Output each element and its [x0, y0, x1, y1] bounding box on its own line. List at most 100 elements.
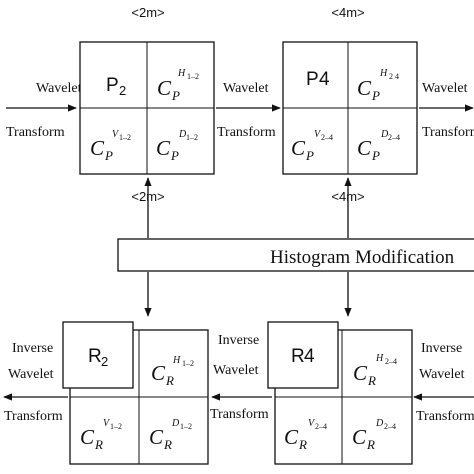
detail-cell-h: C R H 1–2 [151, 355, 194, 388]
svg-text:R: R [298, 437, 307, 452]
svg-text:P: P [106, 75, 119, 96]
svg-text:C: C [151, 361, 166, 385]
svg-text:C: C [157, 76, 172, 100]
detail-cell-h: C P H 2 4 [357, 68, 399, 103]
svg-text:2–4: 2–4 [384, 422, 396, 431]
svg-text:2–4: 2–4 [315, 422, 327, 431]
svg-text:Inverse: Inverse [421, 341, 462, 356]
svg-text:Wavelet: Wavelet [213, 363, 259, 378]
svg-text:2 4: 2 4 [389, 72, 399, 81]
wavelet-label: Wavelet [36, 81, 82, 96]
reconstructed-cell-r4: R 4 [267, 321, 339, 389]
svg-text:C: C [353, 361, 368, 385]
svg-text:1–2: 1–2 [182, 359, 194, 368]
svg-text:1–2: 1–2 [187, 72, 199, 81]
detail-cell-v: C P V 1–2 [90, 129, 131, 163]
svg-text:C: C [149, 425, 164, 449]
histogram-modification-box: Histogram Modification [117, 238, 474, 272]
svg-text:H: H [172, 355, 181, 366]
reconstruction-grid-level-2: C R H 1–2 C R V 1–2 C R D 1–2 R 2 [62, 321, 209, 465]
scale-label-4m-top: <4m> [331, 5, 364, 20]
svg-text:Inverse: Inverse [218, 333, 259, 348]
svg-text:1–2: 1–2 [180, 422, 192, 431]
svg-text:D: D [375, 418, 384, 429]
transform-label: Transform [6, 125, 65, 140]
decomposition-grid-level-2: P 2 C P H 1–2 C P V 1–2 C P D 1–2 [79, 41, 215, 175]
svg-text:H: H [379, 68, 388, 79]
svg-text:R: R [88, 346, 102, 367]
svg-text:P: P [171, 88, 180, 103]
svg-text:P: P [371, 148, 380, 163]
inverse-wavelet-transform-input: Inverse Wavelet Transform [413, 341, 474, 424]
histogram-modification-label: Histogram Modification [270, 247, 455, 268]
approx-cell-p2: P 2 [106, 75, 126, 98]
svg-text:R: R [94, 437, 103, 452]
svg-text:2–4: 2–4 [385, 357, 397, 366]
transform-label: Transform [217, 125, 276, 140]
svg-text:C: C [284, 425, 299, 449]
transform-label: Transform [422, 125, 474, 140]
detail-cell-v: C R V 2–4 [284, 418, 327, 452]
svg-text:2–4: 2–4 [321, 133, 333, 142]
svg-text:V: V [103, 418, 111, 429]
approx-cell-p4: P 4 [306, 69, 330, 90]
wavelet-transform-input: Wavelet Transform [6, 81, 82, 140]
wavelet-transform-middle: Wavelet Transform [216, 81, 281, 140]
svg-text:C: C [291, 136, 306, 160]
svg-text:2: 2 [119, 83, 126, 98]
svg-text:C: C [352, 425, 367, 449]
svg-text:2–4: 2–4 [388, 133, 400, 142]
svg-text:D: D [171, 418, 180, 429]
svg-text:C: C [357, 136, 372, 160]
svg-text:Wavelet: Wavelet [419, 367, 465, 382]
svg-text:P: P [306, 69, 319, 90]
svg-text:H: H [375, 353, 384, 364]
svg-text:Transform: Transform [4, 409, 63, 424]
reconstructed-cell-r2: R 2 [62, 321, 134, 389]
scale-label-2m-top: <2m> [131, 5, 164, 20]
svg-text:V: V [308, 418, 316, 429]
svg-text:P: P [371, 88, 380, 103]
detail-cell-d: C P D 1–2 [156, 129, 198, 163]
wavelet-label: Wavelet [223, 81, 269, 96]
detail-cell-d: C P D 2–4 [357, 129, 400, 163]
detail-cell-h: C P H 1–2 [157, 68, 199, 103]
svg-text:D: D [380, 129, 389, 140]
detail-cell-v: C R V 1–2 [80, 418, 122, 452]
svg-text:1–2: 1–2 [110, 422, 122, 431]
svg-text:V: V [112, 129, 120, 140]
inverse-wavelet-transform-middle: Inverse Wavelet Transform [210, 333, 272, 422]
svg-text:R: R [165, 373, 174, 388]
svg-text:R: R [366, 437, 375, 452]
svg-text:Transform: Transform [210, 407, 269, 422]
svg-text:Wavelet: Wavelet [8, 367, 54, 382]
svg-text:1–2: 1–2 [119, 133, 131, 142]
svg-text:C: C [90, 136, 105, 160]
svg-text:V: V [314, 129, 322, 140]
svg-text:R: R [291, 346, 305, 367]
svg-text:H: H [177, 68, 186, 79]
svg-text:R: R [367, 373, 376, 388]
detail-cell-d: C R D 2–4 [352, 418, 396, 452]
wavelet-transform-output: Wavelet Transform [419, 81, 474, 140]
wavelet-label: Wavelet [422, 81, 468, 96]
decomposition-grid-level-4: P 4 C P H 2 4 C P V 2–4 C P D 2–4 [282, 41, 418, 175]
svg-text:1–2: 1–2 [186, 133, 198, 142]
svg-text:C: C [80, 425, 95, 449]
svg-text:C: C [156, 136, 171, 160]
svg-text:P: P [170, 148, 179, 163]
svg-text:4: 4 [304, 346, 315, 367]
detail-cell-h: C R H 2–4 [353, 353, 397, 388]
detail-cell-d: C R D 1–2 [149, 418, 192, 452]
inverse-wavelet-transform-output: Inverse Wavelet Transform [3, 341, 68, 424]
detail-cell-v: C P V 2–4 [291, 129, 333, 163]
svg-text:Inverse: Inverse [12, 341, 53, 356]
svg-text:D: D [178, 129, 187, 140]
svg-text:P: P [305, 148, 314, 163]
svg-text:Transform: Transform [416, 409, 474, 424]
svg-text:C: C [357, 76, 372, 100]
reconstruction-grid-level-4: C R H 2–4 C R V 2–4 C R D 2–4 R 4 [267, 321, 413, 465]
svg-text:4: 4 [319, 69, 330, 90]
svg-text:P: P [104, 148, 113, 163]
